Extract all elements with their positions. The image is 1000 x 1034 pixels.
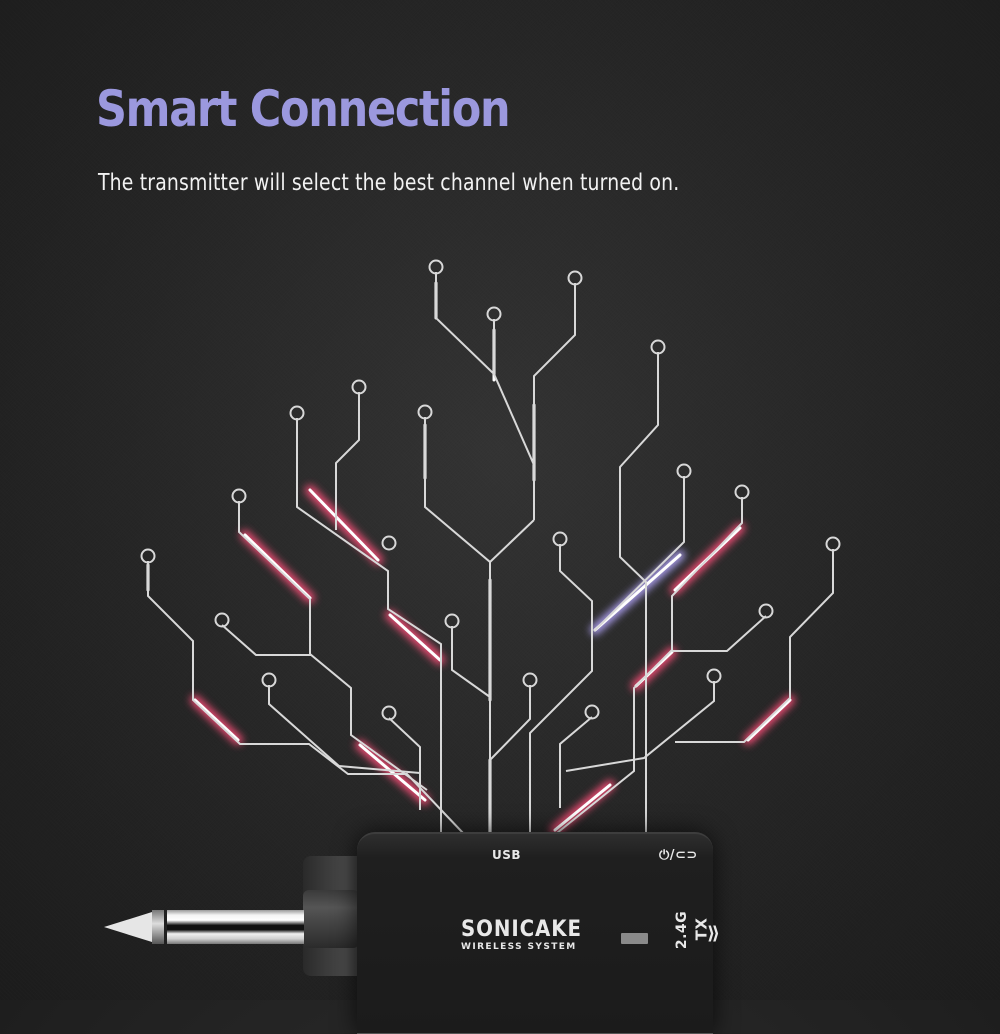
circuit-node: [758, 603, 774, 619]
circuit-node: [676, 463, 692, 479]
glow-core: [388, 613, 442, 662]
circuit-trace: [493, 373, 535, 466]
brand-logo: SONICAKE: [461, 917, 582, 942]
circuit-node: [214, 612, 230, 628]
circuit-trace: [435, 272, 495, 377]
power-button-icon[interactable]: ⏻/⊂⊃: [659, 848, 698, 863]
circuit-traces: [147, 272, 834, 834]
circuit-trace: [238, 501, 428, 791]
glow-core: [593, 553, 682, 632]
circuit-node: [706, 668, 722, 684]
circuit-trace: [619, 352, 659, 833]
circuit-node: [552, 531, 568, 547]
circuit-trace: [559, 716, 593, 808]
circuit-trace: [388, 717, 421, 810]
circuit-node: [486, 306, 502, 322]
circuit-node: [650, 339, 666, 355]
circuit-node: [584, 704, 600, 720]
circuit-node: [351, 379, 367, 395]
page-title: Smart Connection: [96, 80, 511, 138]
page-subtitle: The transmitter will select the best cha…: [98, 170, 680, 196]
circuit-trace: [672, 615, 767, 652]
circuit-node: [417, 404, 433, 420]
circuit-trace: [489, 685, 531, 761]
brand-subtitle: WIRELESS SYSTEM: [461, 942, 577, 952]
circuit-tree-illustration: [140, 259, 841, 838]
circuit-trace: [489, 519, 535, 563]
circuit-node: [567, 270, 583, 286]
circuit-trace: [533, 283, 576, 520]
glow-core: [308, 488, 380, 562]
circuit-node: [381, 535, 397, 551]
jack-plug-tip: [104, 912, 152, 942]
circuit-trace: [593, 476, 685, 632]
usb-port-label: USB: [492, 848, 522, 862]
transmitter-device: USB ⏻/⊂⊃ SONICAKE WIRELESS SYSTEM 2.4G T…: [357, 832, 720, 1034]
circuit-node: [522, 672, 538, 688]
circuit-node: [289, 405, 305, 421]
circuit-node: [444, 613, 460, 629]
circuit-trace: [296, 418, 442, 833]
circuit-node: [381, 705, 397, 721]
circuit-nodes: [140, 259, 841, 721]
circuit-node: [734, 484, 750, 500]
circuit-node: [825, 536, 841, 552]
jack-collar: [303, 890, 359, 948]
circuit-trace: [675, 549, 834, 743]
glow-core: [746, 698, 792, 742]
circuit-trace: [221, 624, 311, 656]
jack-plug-shaft: [167, 910, 304, 944]
glow-core: [193, 698, 240, 742]
jack-plug-ring: [152, 910, 164, 944]
circuit-node: [231, 488, 247, 504]
circuit-trace: [529, 544, 593, 833]
circuit-node: [261, 672, 277, 688]
circuit-node: [428, 259, 444, 275]
circuit-trace: [335, 392, 360, 530]
circuit-trace: [147, 561, 464, 834]
glow-core: [553, 783, 612, 832]
circuit-trace: [268, 685, 421, 774]
status-led: [621, 933, 648, 944]
circuit-trace: [424, 417, 491, 833]
frequency-label: 2.4G: [674, 910, 691, 950]
glow-core: [358, 743, 427, 802]
glow-highlights: [143, 278, 795, 838]
circuit-trace: [451, 626, 491, 698]
circuit-node: [140, 548, 156, 564]
signal-chevron-icon: ⟫: [707, 923, 721, 944]
circuit-trace: [565, 681, 715, 772]
